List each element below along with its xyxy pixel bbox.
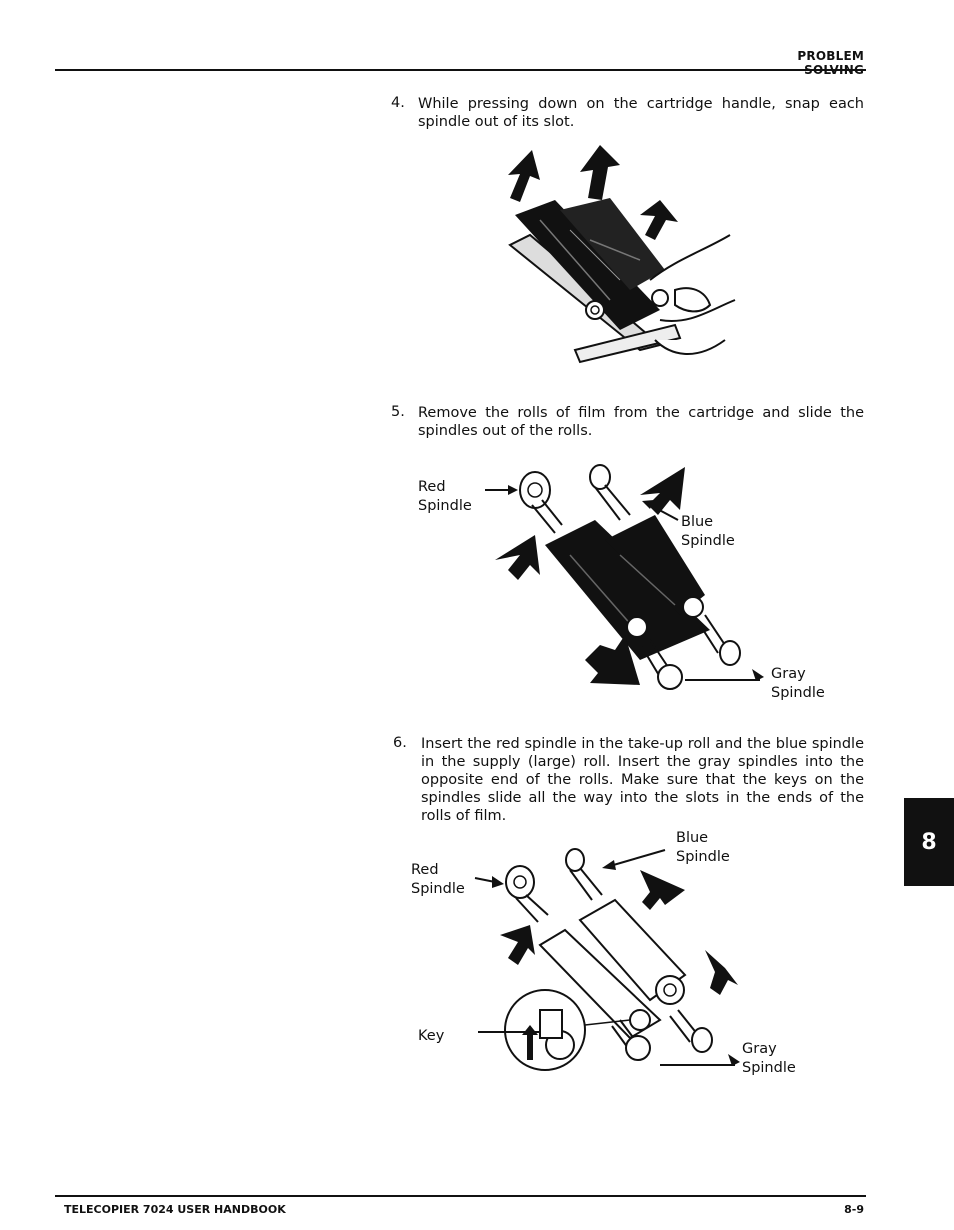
gray-spindle-label-2: Gray Spindle	[742, 1041, 796, 1076]
footer-title: TELECOPIER 7024 USER HANDBOOK	[64, 1203, 286, 1216]
step-4-text: While pressing down on the cartridge han…	[418, 96, 864, 130]
step-4-number: 4.	[391, 95, 405, 111]
step-5-number: 5.	[391, 404, 405, 420]
page-number: 8-9	[844, 1203, 864, 1216]
footer-divider	[55, 1195, 866, 1197]
header-divider	[55, 69, 866, 71]
key-label: Key	[418, 1028, 445, 1044]
chapter-tab: 8	[904, 798, 954, 886]
figure-remove-rolls	[485, 464, 764, 690]
step-6-text: Insert the red spindle in the take-up ro…	[421, 736, 864, 824]
blue-spindle-label-2: Blue Spindle	[676, 830, 730, 865]
red-spindle-label-2: Red Spindle	[411, 862, 465, 897]
section-header: PROBLEM SOLVING	[797, 49, 864, 77]
step-5-text: Remove the rolls of film from the cartri…	[418, 405, 864, 439]
step-6-number: 6.	[393, 735, 407, 751]
figure-insert-spindles	[474, 848, 740, 1071]
blue-spindle-label: Blue Spindle	[681, 514, 735, 549]
gray-spindle-label: Gray Spindle	[771, 666, 825, 701]
figure-cartridge-spindles	[508, 145, 736, 364]
red-spindle-label: Red Spindle	[418, 479, 472, 514]
